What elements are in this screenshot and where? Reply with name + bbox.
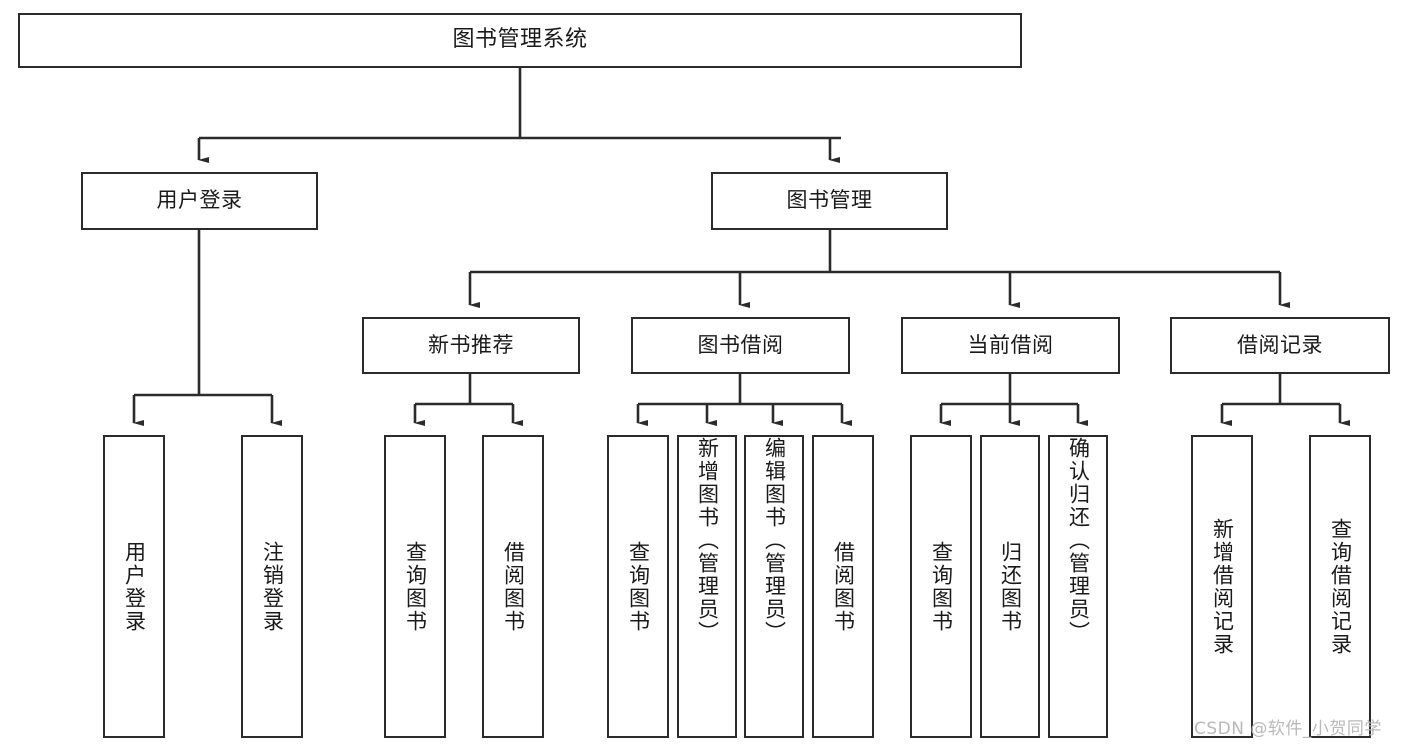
- node-leaf-query-book-1[interactable]: 查询图书: [384, 435, 446, 738]
- node-label: 查询图书: [403, 540, 428, 633]
- node-label: 查询借阅记录: [1328, 517, 1353, 656]
- node-leaf-add-record[interactable]: 新增借阅记录: [1191, 435, 1253, 738]
- node-leaf-borrow-book-2[interactable]: 借阅图书: [812, 435, 874, 738]
- node-leaf-confirm-return[interactable]: 确认归还（管理员）: [1048, 435, 1108, 738]
- node-root[interactable]: 图书管理系统: [18, 13, 1022, 68]
- watermark-text: CSDN @软件_小贺同学: [1194, 719, 1382, 739]
- node-leaf-add-book[interactable]: 新增图书（管理员）: [677, 435, 737, 738]
- node-borrow-record[interactable]: 借阅记录: [1170, 317, 1390, 374]
- node-leaf-query-record[interactable]: 查询借阅记录: [1309, 435, 1371, 738]
- node-label: 借阅图书: [831, 540, 856, 633]
- node-new-book-recommend[interactable]: 新书推荐: [362, 317, 580, 374]
- node-label: 查询图书: [929, 540, 954, 633]
- node-leaf-return-book[interactable]: 归还图书: [980, 435, 1040, 738]
- node-label: 新增借阅记录: [1210, 517, 1235, 656]
- node-label: 注销登录: [260, 540, 285, 633]
- node-label: 编辑图书（管理员）: [762, 437, 787, 644]
- node-label: 查询图书: [626, 540, 651, 633]
- node-leaf-user-login[interactable]: 用户登录: [103, 435, 165, 738]
- node-label: 确认归还（管理员）: [1066, 437, 1091, 644]
- node-leaf-borrow-book-1[interactable]: 借阅图书: [482, 435, 544, 738]
- node-leaf-query-book-2[interactable]: 查询图书: [607, 435, 669, 738]
- node-label: 用户登录: [122, 540, 147, 633]
- node-book-borrow[interactable]: 图书借阅: [631, 317, 850, 374]
- node-current-borrow[interactable]: 当前借阅: [901, 317, 1120, 374]
- node-leaf-edit-book[interactable]: 编辑图书（管理员）: [744, 435, 804, 738]
- node-label: 归还图书: [998, 540, 1023, 633]
- node-leaf-query-book-3[interactable]: 查询图书: [910, 435, 972, 738]
- node-book-manage[interactable]: 图书管理: [711, 172, 948, 230]
- node-label: 借阅图书: [501, 540, 526, 633]
- node-label: 新增图书（管理员）: [695, 437, 720, 644]
- node-user-login[interactable]: 用户登录: [81, 172, 318, 230]
- node-leaf-logout-login[interactable]: 注销登录: [241, 435, 303, 738]
